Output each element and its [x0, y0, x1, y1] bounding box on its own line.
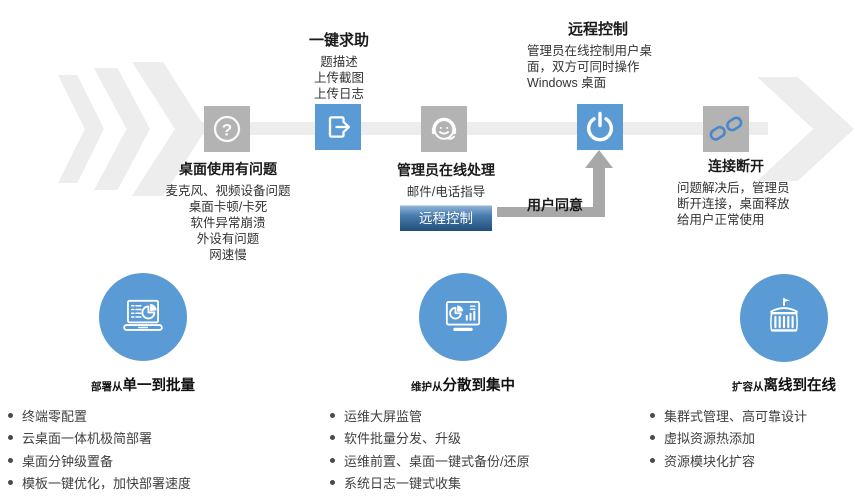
feature3-list: 集群式管理、高可靠设计 虚拟资源热添加 资源模块化扩容 — [650, 407, 807, 475]
step1-icon-box: ? — [204, 106, 250, 152]
step2-icon-box — [315, 104, 361, 150]
question-icon: ? — [213, 115, 241, 143]
step1-title: 桌面使用有问题 — [179, 161, 277, 177]
feature1-circle — [99, 273, 187, 361]
feature1-caption: 部署从单一到批量 — [43, 374, 243, 395]
feature3-caption-bold: 离线到在线 — [763, 378, 837, 394]
consent-label: 用户同意 — [527, 197, 583, 213]
bullet-dot — [330, 412, 335, 418]
bullet-dot — [330, 457, 335, 463]
step1-label-group: 桌面使用有问题 麦克风、视频设备问题 桌面卡顿/卡死 软件异常崩溃 外设有问题 … — [154, 159, 302, 263]
bullet-dot — [8, 435, 13, 440]
step1-line: 桌面卡顿/卡死 — [188, 200, 268, 214]
consent-arrow-vertical — [593, 166, 605, 217]
list-item-text: 软件批量分发、升级 — [344, 431, 462, 446]
consent-arrow-horizontal — [497, 207, 596, 217]
list-item: 模板一键优化，加快部署速度 — [8, 475, 191, 491]
list-item: 资源模块化扩容 — [650, 452, 807, 469]
svg-text:?: ? — [222, 121, 232, 140]
step1-line: 麦克风、视频设备问题 — [165, 184, 291, 198]
list-item: 系统日志一键式收集 — [330, 475, 530, 491]
remote-control-button: 远程控制 — [400, 205, 492, 231]
step1-line: 网速慢 — [209, 248, 247, 262]
step2-title: 一键求助 — [308, 32, 369, 49]
step4-label-group: 远程控制 管理员在线控制用户桌 面，双方可同时操作 Windows 桌面 — [527, 18, 669, 91]
feature3-caption: 扩容从离线到在线 — [684, 374, 854, 395]
step4-line: 管理员在线控制用户桌 — [527, 44, 653, 58]
headset-icon — [431, 117, 457, 140]
bullet-dot — [8, 412, 13, 418]
step4-line: 面，双方可同时操作 — [527, 60, 640, 74]
list-item: 集群式管理、高可靠设计 — [650, 407, 808, 424]
broken-link-icon — [709, 116, 743, 141]
feature2-list: 运维大屏监管 软件批量分发、升级 运维前置、桌面一键式备份/还原 系统日志一键式… — [330, 407, 530, 497]
list-item-text: 运维前置、桌面一键式备份/还原 — [344, 453, 530, 469]
feature3-caption-prefix: 扩容从 — [732, 381, 764, 393]
list-item-text: 桌面分钟级置备 — [22, 453, 114, 469]
step2-line: 上传截图 — [313, 71, 364, 85]
feature2-caption: 维护从分散到集中 — [363, 374, 563, 395]
step3-icon-box — [421, 106, 467, 152]
list-item-text: 虚拟资源热添加 — [664, 431, 756, 446]
bullet-dot — [330, 480, 335, 485]
step4-title: 远程控制 — [567, 21, 628, 38]
list-item: 云桌面一体机极简部署 — [8, 430, 191, 446]
step3-line: 邮件/电话指导 — [406, 185, 486, 199]
step4-line: Windows 桌面 — [527, 76, 607, 90]
step3-title: 管理员在线处理 — [397, 162, 495, 178]
building-icon — [770, 297, 798, 332]
step2-line: 上传日志 — [313, 87, 364, 101]
step5-label-group: 连接断开 问题解决后，管理员 断开连接，桌面释放 给用户正常使用 — [677, 156, 795, 228]
feature2-caption-bold: 分散到集中 — [442, 378, 516, 394]
step5-line: 问题解决后，管理员 — [677, 181, 790, 195]
step1-line: 软件异常崩溃 — [190, 216, 266, 230]
consent-arrow-head — [585, 150, 613, 168]
monitor-analytics-icon — [445, 301, 481, 331]
laptop-chart-icon — [123, 299, 163, 331]
bullet-dot — [8, 457, 13, 463]
step4-icon-box — [577, 104, 623, 150]
step3-label-group: 管理员在线处理 邮件/电话指导 远程控制 — [390, 160, 502, 231]
feature3-circle — [740, 274, 828, 362]
list-item: 桌面分钟级置备 — [8, 452, 191, 469]
feature1-list: 终端零配置 云桌面一体机极简部署 桌面分钟级置备 模板一键优化，加快部署速度 — [8, 407, 191, 497]
timeline-band — [176, 122, 768, 135]
list-item-text: 模板一键优化，加快部署速度 — [22, 476, 192, 491]
bullet-dot — [8, 480, 13, 485]
list-item-text: 集群式管理、高可靠设计 — [664, 408, 808, 424]
list-item-text: 系统日志一键式收集 — [344, 476, 462, 491]
power-icon — [587, 111, 613, 142]
bullet-dot — [330, 435, 335, 440]
list-item: 虚拟资源热添加 — [650, 430, 807, 446]
step1-line: 外设有问题 — [196, 232, 260, 246]
bullet-dot — [650, 412, 655, 418]
step5-title: 连接断开 — [708, 158, 764, 174]
list-item-text: 云桌面一体机极简部署 — [22, 431, 153, 446]
list-item-text: 终端零配置 — [22, 408, 88, 424]
feature1-caption-prefix: 部署从 — [91, 381, 123, 393]
export-icon — [328, 116, 350, 138]
step5-line: 给用户正常使用 — [677, 213, 765, 227]
step5-line: 断开连接，桌面释放 — [677, 197, 790, 211]
decor-chevron-left-1 — [58, 75, 104, 183]
step2-label-group: 一键求助 题描述 上传截图 上传日志 — [279, 29, 399, 102]
list-item: 运维大屏监管 — [330, 407, 530, 424]
list-item: 终端零配置 — [8, 407, 191, 424]
step2-line: 题描述 — [320, 55, 358, 69]
feature2-circle — [419, 273, 507, 361]
step5-icon-box — [703, 106, 749, 152]
feature1-caption-bold: 单一到批量 — [122, 378, 196, 394]
feature2-caption-prefix: 维护从 — [411, 381, 443, 393]
list-item-text: 运维大屏监管 — [344, 408, 423, 424]
bullet-dot — [650, 435, 655, 440]
list-item: 运维前置、桌面一键式备份/还原 — [330, 452, 530, 469]
bullet-dot — [650, 457, 655, 463]
list-item: 软件批量分发、升级 — [330, 430, 530, 446]
list-item-text: 资源模块化扩容 — [664, 453, 756, 469]
